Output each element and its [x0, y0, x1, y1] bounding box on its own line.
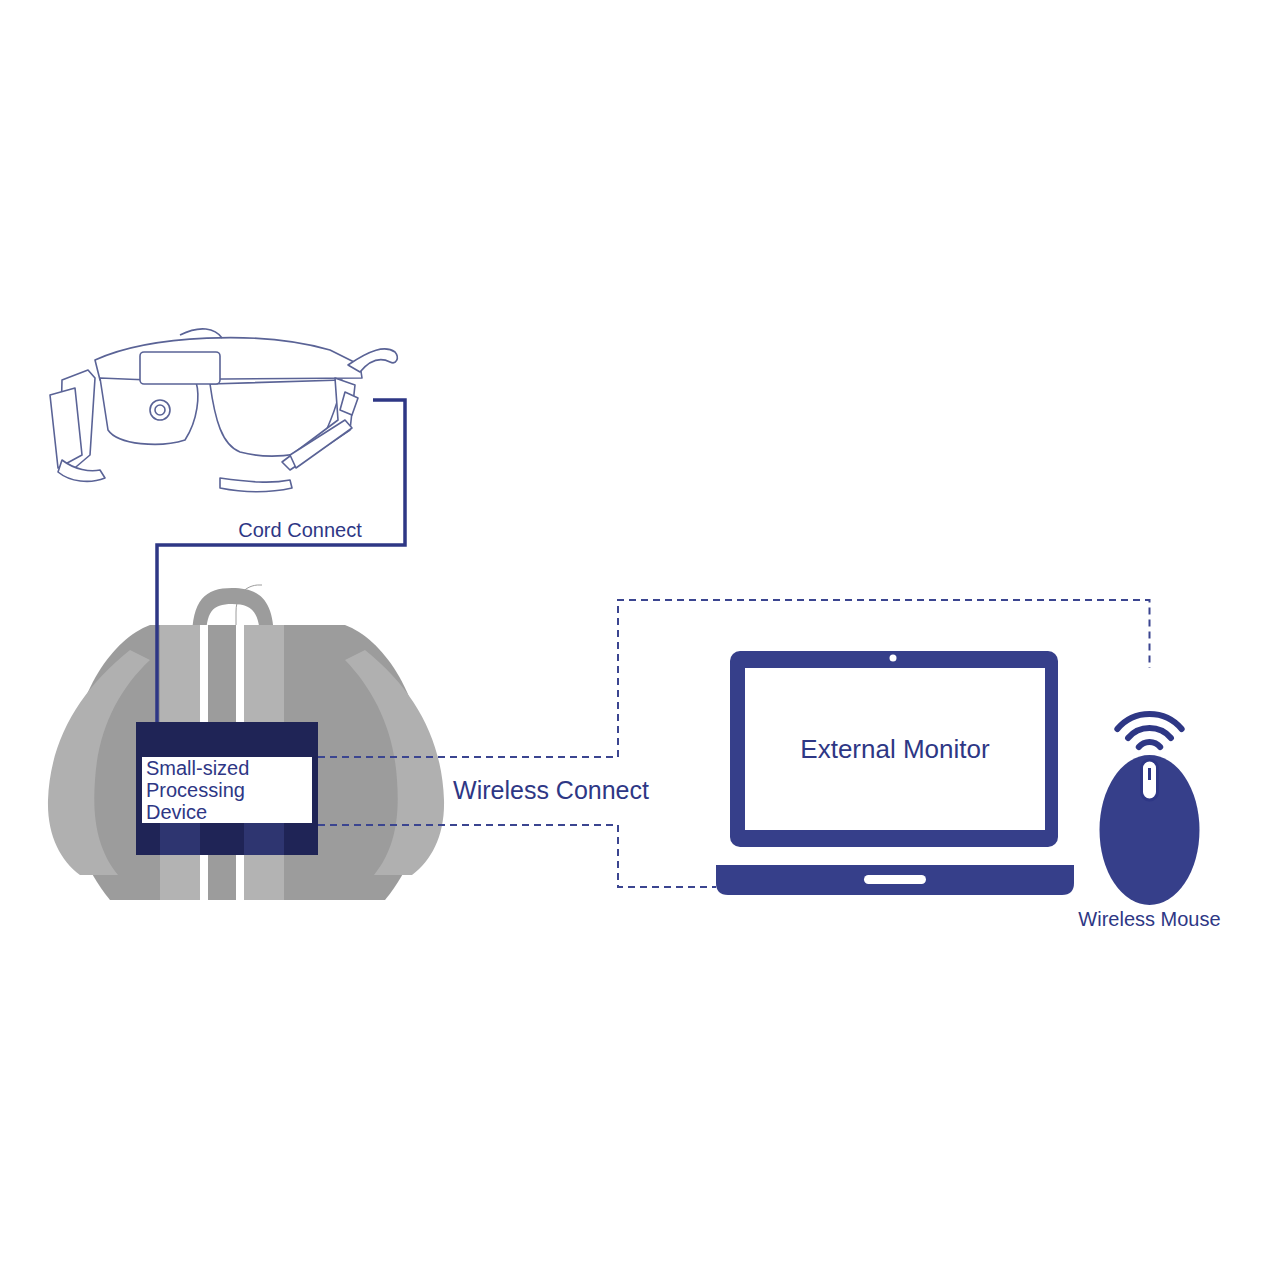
mouse-icon [1062, 668, 1237, 908]
wireless-link [318, 825, 716, 887]
laptop-outline [716, 651, 1074, 895]
monitor-label: External Monitor [800, 734, 989, 765]
laptop-monitor: External Monitor [716, 651, 1074, 895]
device-label: Small-sized Processing Device [142, 757, 312, 823]
smart-glasses [50, 329, 397, 492]
backpack [48, 585, 444, 900]
connection-label: Cord Connect [235, 519, 364, 542]
cord [157, 400, 405, 722]
mouse-label: Wireless Mouse [1062, 908, 1237, 931]
wireless-mouse: Wireless Mouse [1062, 668, 1237, 931]
connection-label: Wireless Connect [450, 776, 652, 805]
processing-device-box: Small-sized Processing Device [136, 722, 318, 855]
